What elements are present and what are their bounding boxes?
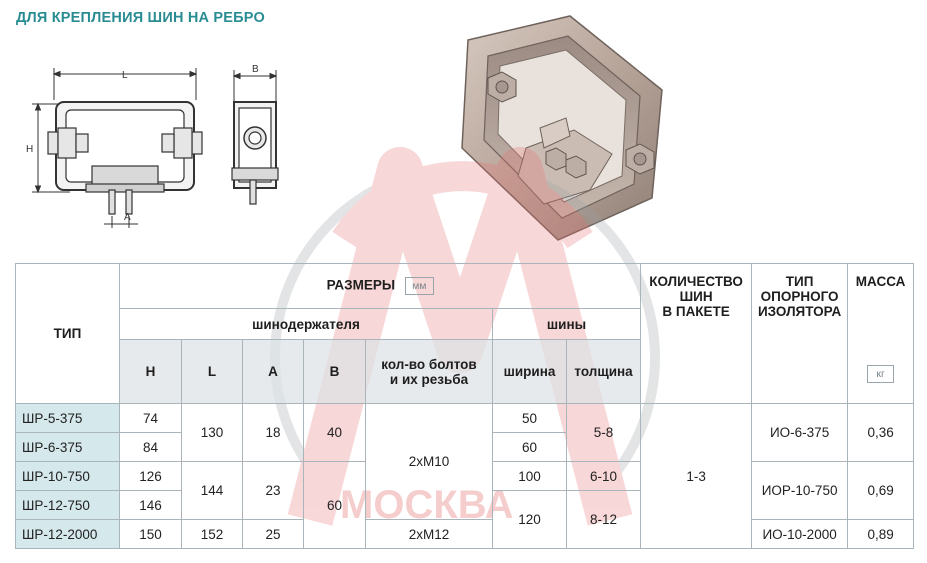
a-cell: 23: [242, 461, 304, 520]
type-cell: ШР-5-375: [15, 403, 120, 433]
mass-cell: 0,89: [847, 519, 915, 549]
width-cell: 50: [492, 403, 567, 433]
qty-cell: 1-3: [640, 403, 753, 549]
front-view-drawing: L H A: [26, 68, 203, 228]
type-cell: ШР-6-375: [15, 432, 120, 462]
width-cell: 120: [492, 490, 567, 549]
header-A: A: [242, 339, 304, 404]
l-cell: 152: [181, 519, 243, 549]
header-bus: шины: [491, 308, 642, 340]
table-row: ШР-5-375 74 130 18 40 2хМ10 50 5-8 1-3 И…: [15, 403, 915, 549]
dim-B-label: B: [252, 64, 259, 75]
h-cell: 146: [119, 490, 182, 520]
table-row: ШР-10-750 126 144 23 60 100 6-10 ИОР-10-…: [15, 461, 915, 549]
h-cell: 126: [119, 461, 182, 491]
type-cell: ШР-10-750: [15, 461, 120, 491]
b-cell: 60: [303, 461, 366, 549]
table-row: ШР-6-375 84 60: [15, 432, 914, 462]
mass-cell: 0,36: [847, 403, 915, 462]
section-heading: ДЛЯ КРЕПЛЕНИЯ ШИН НА РЕБРО: [16, 10, 265, 26]
product-render-image: [461, 15, 663, 241]
width-cell: 100: [492, 461, 567, 491]
bolts-cell: 2хМ12: [365, 519, 493, 549]
a-cell: 25: [242, 519, 304, 549]
side-view-drawing: B: [231, 64, 279, 205]
header-holder: шинодержателя: [119, 308, 493, 340]
type-cell: ШР-12-2000: [15, 519, 120, 549]
header-thickness: толщина: [565, 339, 642, 404]
l-cell: 144: [181, 461, 243, 520]
header-B: B: [303, 339, 366, 404]
insulator-cell: ИО-10-2000: [751, 519, 849, 549]
header-mass: МАССА кг: [847, 263, 915, 404]
h-cell: 84: [119, 432, 182, 462]
bolts-cell: 2хМ10: [365, 403, 493, 520]
dim-H-label: H: [26, 144, 33, 155]
header-row-2: шинодержателя шины: [16, 308, 914, 340]
table-row: ШР-12-750 146 120 8-12: [15, 490, 914, 549]
mass-cell: 0,69: [847, 461, 915, 520]
units-mm: мм: [405, 277, 434, 295]
thickness-cell: 6-10: [565, 461, 642, 491]
l-cell: 130: [181, 403, 243, 462]
dim-A-label: A: [124, 212, 131, 223]
header-L: L: [181, 339, 243, 404]
b-cell: 40: [303, 403, 366, 462]
insulator-cell: ИОР-10-750: [751, 461, 849, 520]
insulator-cell: ИО-6-375: [751, 403, 849, 462]
header-type: ТИП: [15, 263, 120, 404]
a-cell: 18: [242, 403, 304, 462]
dim-L-label: L: [122, 70, 128, 81]
units-kg: кг: [867, 365, 894, 383]
h-cell: 150: [119, 519, 182, 549]
header-H: H: [119, 339, 182, 404]
type-cell: ШР-12-750: [15, 490, 120, 520]
thickness-cell: 8-12: [565, 490, 642, 549]
header-width: ширина: [492, 339, 567, 404]
h-cell: 74: [119, 403, 182, 433]
table-row: ШР-12-2000 150 152 25 2хМ12 ИО-10-2000 0…: [15, 519, 915, 549]
width-cell: 60: [492, 432, 567, 462]
thickness-cell: 5-8: [565, 403, 642, 462]
